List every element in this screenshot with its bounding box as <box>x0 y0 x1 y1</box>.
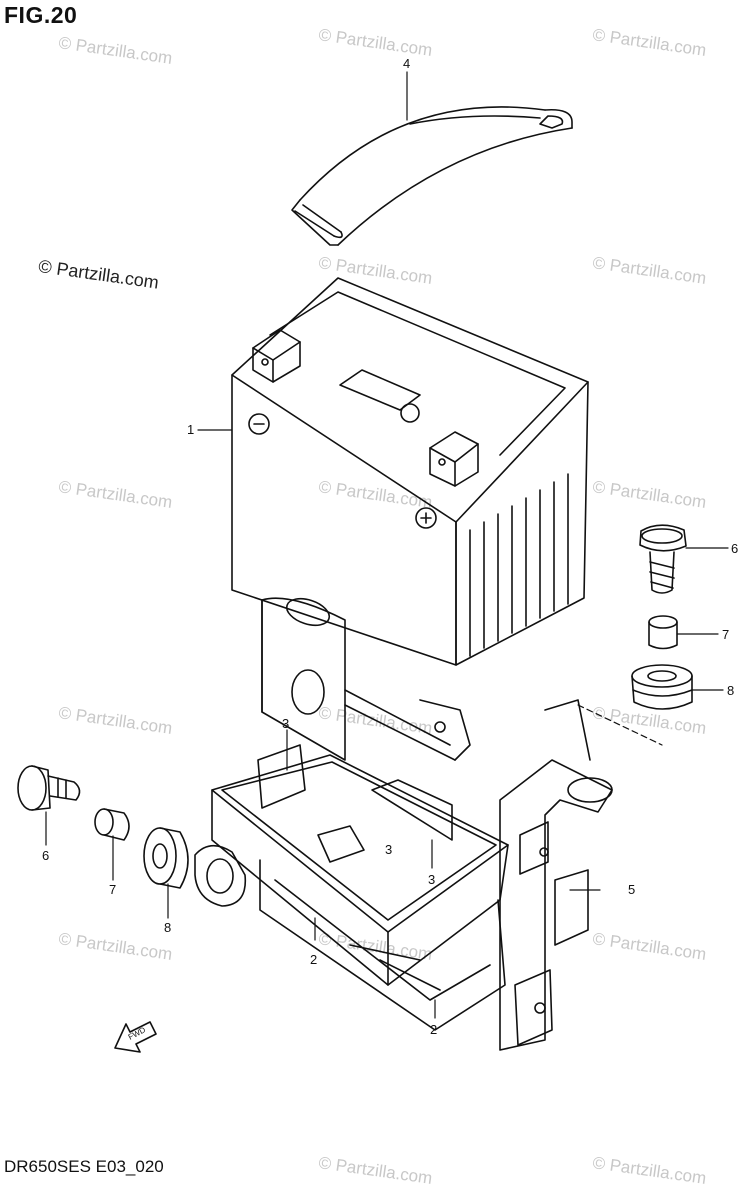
callout-3: 3 <box>385 842 392 857</box>
callout-7: 7 <box>722 627 729 642</box>
callout-8: 8 <box>164 920 171 935</box>
watermark: © Partzilla.com <box>591 477 707 512</box>
watermark: © Partzilla.com <box>57 33 173 68</box>
watermark: © Partzilla.com <box>591 929 707 964</box>
watermark: © Partzilla.com <box>317 1153 433 1188</box>
watermark: © Partzilla.com <box>317 25 433 60</box>
callout-3: 3 <box>428 872 435 887</box>
figure-title: FIG.20 <box>4 2 78 28</box>
watermark: © Partzilla.com <box>57 477 173 512</box>
parts-6-7-8-left <box>17 765 189 919</box>
callout-1: 1 <box>187 422 194 437</box>
watermark: © Partzilla.com <box>591 1153 707 1188</box>
part-1-battery <box>197 277 589 666</box>
watermark: © Partzilla.com <box>57 929 173 964</box>
figure-footer-code: DR650SES E03_020 <box>4 1157 164 1176</box>
watermark-layer: © Partzilla.com © Partzilla.com © Partzi… <box>57 25 707 1188</box>
watermark: © Partzilla.com <box>317 477 433 512</box>
part-2-battery-case <box>194 597 663 1051</box>
callout-7: 7 <box>109 882 116 897</box>
fwd-arrow-icon: FWD <box>114 1021 157 1053</box>
callout-2: 2 <box>310 952 317 967</box>
leader-lines <box>286 71 601 1019</box>
callout-6: 6 <box>731 541 738 556</box>
callout-3: 3 <box>282 716 289 731</box>
part-4-battery-strap <box>291 106 573 246</box>
callout-6: 6 <box>42 848 49 863</box>
watermark: © Partzilla.com <box>317 253 433 288</box>
callout-2: 2 <box>430 1022 437 1037</box>
callout-labels: 1 4 3 3 3 5 2 2 6 7 8 6 7 8 <box>42 56 738 1037</box>
callout-8: 8 <box>727 683 734 698</box>
watermark: © Partzilla.com <box>591 253 707 288</box>
callout-5: 5 <box>628 882 635 897</box>
callout-4: 4 <box>403 56 410 71</box>
watermark: © Partzilla.com <box>591 25 707 60</box>
parts-6-7-8-right <box>631 524 729 710</box>
watermark: © Partzilla.com <box>57 703 173 738</box>
